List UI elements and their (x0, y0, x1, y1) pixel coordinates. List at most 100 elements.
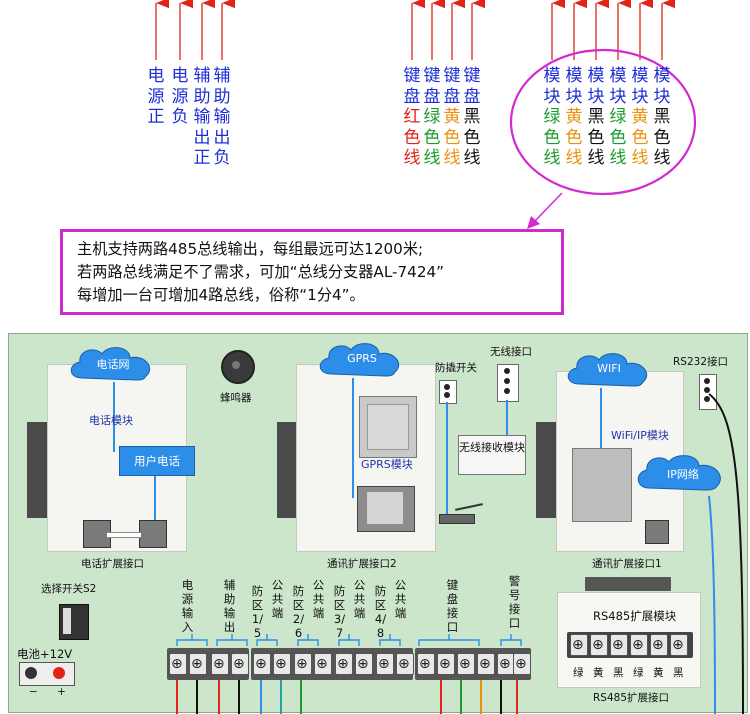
module-wire-top-text: 模块 (543, 66, 561, 107)
terminal-screw (437, 653, 455, 675)
module-wire-bottom-text: 色线 (543, 127, 561, 169)
terminal-screw (457, 653, 475, 675)
terminal-label-zone-1-5: 防区1/5 (251, 584, 264, 640)
battery-neg-terminal (25, 667, 37, 679)
rs485-color-label: 绿 (573, 667, 584, 679)
user-phone-box: 用户电话 (119, 446, 195, 476)
wifi-side-connector (536, 422, 558, 518)
wifi-cloud-icon (567, 353, 648, 387)
terminal-screw (376, 653, 394, 675)
terminal-screw (231, 653, 249, 675)
comm-ext1-label: 通讯扩展接口1 (592, 558, 662, 570)
gprs-antenna-line (352, 378, 354, 498)
terminal-screw (294, 653, 312, 675)
wireless-pin-1 (504, 368, 510, 374)
terminal-screw (253, 653, 271, 675)
label-aux-neg: 辅助输出负 (213, 66, 231, 168)
terminal-screw (477, 653, 495, 675)
phone-jack-1 (83, 520, 111, 548)
terminal-label-common-3: 公共端 (353, 578, 366, 620)
label-power-pos: 电源正 (147, 66, 165, 127)
module-wire-color-text: 黑 (653, 107, 671, 127)
terminal-label-zone-3-7: 防区3/7 (333, 584, 346, 640)
terminal-screw (417, 653, 435, 675)
label-module-wire-3: 模块黑色线 (585, 66, 607, 169)
wifi-cloud-label: WIFI (597, 362, 621, 375)
terminal-screw (189, 653, 207, 675)
tamper-wire (446, 402, 448, 518)
module-wire-color-text: 黄 (631, 107, 649, 127)
sim-slot-inner (367, 492, 403, 524)
gprs-module-label: GPRS模块 (361, 458, 413, 471)
terminal-label-zone-4-8: 防区4/8 (374, 584, 387, 640)
phone-ext-label: 电话扩展接口 (81, 558, 144, 570)
terminal-screw (273, 653, 291, 675)
rs232-pin-3 (704, 396, 710, 402)
dip-switch-slider (63, 608, 71, 634)
rs485-color-label: 绿 (633, 667, 644, 679)
module-wire-color-text: 黑 (587, 107, 605, 127)
wireless-pin-2 (504, 378, 510, 384)
terminal-label-power-in: 电源输入 (181, 578, 194, 634)
gprs-side-connector (277, 422, 299, 518)
module-wire-bottom-text: 色线 (631, 127, 649, 169)
wifi-antenna-line (600, 388, 602, 488)
ip-cloud-icon (637, 455, 721, 491)
module-wire-bottom-text: 色线 (609, 127, 627, 169)
phone-jack-bridge (107, 532, 141, 538)
module-wire-top-text: 模块 (653, 66, 671, 107)
terminal-label-siren: 警号接口 (508, 574, 521, 630)
terminal-bracket-layer (176, 634, 522, 646)
ip-cloud-label: IP网络 (667, 468, 699, 481)
label-module-wire-4: 模块绿色线 (607, 66, 629, 169)
phone-cloud-icon (70, 347, 151, 381)
module-wire-top-text: 模块 (631, 66, 649, 107)
rs485-terminal-screw (630, 634, 648, 656)
terminal-screw (335, 653, 353, 675)
external-cables (708, 393, 744, 714)
rs485-color-label: 黑 (613, 667, 624, 679)
terminal-screw (314, 653, 332, 675)
rs485-terminal-screw (670, 634, 688, 656)
rs232-pin-2 (704, 387, 710, 393)
rs232-label: RS232接口 (673, 356, 729, 368)
terminal-label-aux-out: 辅助输出 (223, 578, 236, 634)
terminal-label-keyboard: 键盘接口 (446, 578, 459, 634)
rs485-color-label: 黄 (593, 667, 604, 679)
rs232-pin-1 (704, 378, 710, 384)
wifi-chip (572, 448, 632, 522)
label-kb-red: 键盘红色线 (403, 66, 421, 168)
tamper-switch-body (439, 514, 475, 524)
rs485-color-label: 黑 (673, 667, 684, 679)
gprs-cloud-label: GPRS (347, 352, 377, 365)
label-kb-green: 键盘绿色线 (423, 66, 441, 168)
battery-label: 电池+12V (17, 647, 73, 661)
terminal-screw (169, 653, 187, 675)
gprs-chip-inner (367, 404, 409, 450)
module-wire-ellipse (509, 48, 697, 196)
phone-line-vertical (113, 382, 115, 452)
label-module-wire-2: 模块黄色线 (563, 66, 585, 169)
battery-plus-label: + (57, 686, 66, 698)
terminal-label-common-2: 公共端 (312, 578, 325, 620)
label-power-neg: 电源负 (171, 66, 189, 127)
phone-side-connector (27, 422, 49, 518)
wireless-port-label: 无线接口 (490, 346, 532, 358)
module-wire-bottom-text: 色线 (587, 127, 605, 169)
rs485-terminal-screw (610, 634, 628, 656)
tamper-pin-2 (444, 392, 450, 398)
module-wire-bottom-text: 色线 (565, 127, 583, 169)
rs485-color-label: 黄 (653, 667, 664, 679)
terminal-screw (513, 653, 531, 675)
buzzer-label: 蜂鸣器 (220, 392, 252, 404)
phone-module-label: 电话模块 (89, 414, 133, 427)
label-kb-black: 键盘黑色线 (463, 66, 481, 168)
callout-pointer-head (527, 216, 540, 229)
rs485-ext-label: RS485扩展接口 (593, 692, 670, 704)
phone-jack-2 (139, 520, 167, 548)
bus-info-callout: 主机支持两路485总线输出，每组最远可达1200米; 若两路总线满足不了需求，可… (60, 229, 564, 315)
label-kb-yellow: 键盘黄色线 (443, 66, 461, 168)
callout-pointer-line (533, 192, 563, 223)
label-module-wire-5: 模块黄色线 (629, 66, 651, 169)
